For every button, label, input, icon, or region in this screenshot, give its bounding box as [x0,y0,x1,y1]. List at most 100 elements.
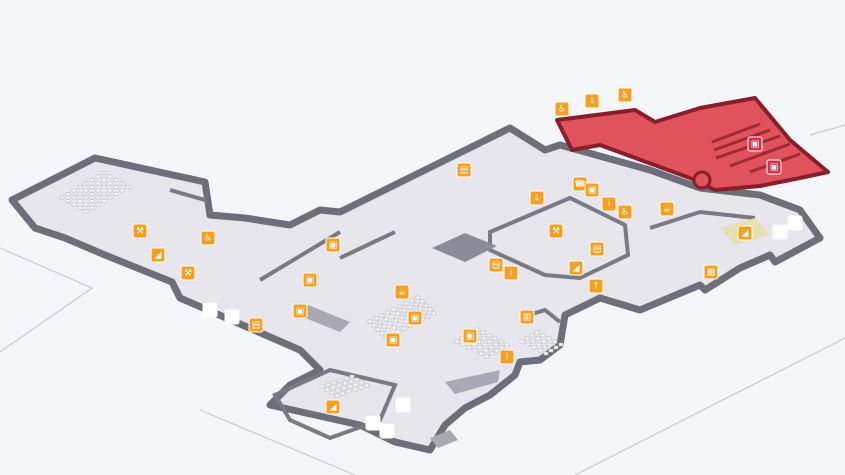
seat [334,393,340,398]
wheelchair-icon-bg [395,397,411,413]
information-desk-icon-glyph: i [608,200,611,210]
seat [477,345,483,350]
arrow-up-icon[interactable]: ↑ [588,278,604,294]
lock-icon[interactable]: ▣ [407,310,423,326]
atm-icon-glyph: ▤ [593,245,602,255]
seat [391,307,397,312]
restroom-icon[interactable]: ♂ [379,423,395,439]
repair-icon[interactable]: ⚒ [180,265,196,281]
seat [542,345,548,350]
lock-icon[interactable]: ▣ [385,332,401,348]
atm-icon-bg [589,241,605,257]
seat [113,192,119,196]
lock-icon-bg [584,182,600,198]
lock-icon[interactable]: ▣ [747,136,763,152]
arrow-down-icon[interactable]: ↓ [529,190,545,206]
seat [492,336,498,341]
gate-icon[interactable]: ◢ [325,399,341,415]
poi-markers[interactable]: ♿↓♿▣▣▤☎▣↓i♿☕◢♂♂⚒♿◢⚒▣⚒▤▤i◢▦↑▣☕♂♂▣▤▣▣▣▥i◢♿… [132,87,803,439]
atm-icon[interactable]: ▤ [488,257,504,273]
lock-icon[interactable]: ▣ [325,237,341,253]
lock-icon[interactable]: ▣ [302,272,318,288]
seat [330,385,336,390]
seat [535,336,541,341]
seat [319,384,325,389]
seat [493,342,499,347]
lock-icon-glyph: ▣ [389,336,398,346]
cafe-icon[interactable]: ☕ [394,284,410,300]
information-desk-icon[interactable]: i [503,265,519,281]
id-card-icon[interactable]: ▥ [519,309,535,325]
gate-icon[interactable]: ◢ [150,247,166,263]
id-card-icon-bg [519,309,535,325]
seat [504,342,510,347]
lock-icon-bg [302,272,318,288]
seat [389,314,395,319]
information-desk-icon[interactable]: i [499,349,515,365]
wheelchair-icon[interactable]: ♿ [200,230,216,246]
lock-icon-bg [385,332,401,348]
seat [95,195,101,200]
seat [373,316,379,321]
restroom-icon-glyph: ♂ [791,219,799,229]
highlighted-zone[interactable] [555,96,830,192]
lock-icon[interactable]: ▣ [766,159,782,175]
repair-icon[interactable]: ⚒ [132,223,148,239]
seat [419,299,425,304]
information-desk-icon[interactable]: i [601,196,617,212]
cafe-icon[interactable]: ☕ [659,201,675,217]
seat [83,202,89,207]
atm-icon[interactable]: ▤ [456,162,472,178]
seat [547,342,553,347]
wheelchair-icon[interactable]: ♿ [554,101,570,117]
wheelchair-icon[interactable]: ♿ [617,204,633,220]
restroom-icon[interactable]: ♂ [202,302,218,318]
arrow-down-icon[interactable]: ↓ [584,93,600,109]
seat [71,188,77,193]
seat [401,326,407,331]
seat [65,199,71,203]
seat [537,348,543,353]
gate-icon[interactable]: ◢ [737,225,753,241]
restroom-icon[interactable]: ♂ [772,224,788,240]
seat [343,376,349,381]
wheelchair-icon[interactable]: ♿ [395,397,411,413]
restroom-icon[interactable]: ♂ [224,309,240,325]
seat [498,339,504,344]
seat [460,342,466,347]
seat [59,195,65,200]
seat [421,310,427,315]
atm-icon-bg [456,162,472,178]
seat [425,314,431,319]
restroom-icon[interactable]: ♂ [787,215,803,231]
arrow-up-icon-glyph: ↑ [592,282,600,292]
seat [77,185,83,189]
seat [353,382,359,387]
seat [89,178,95,182]
seat [324,387,330,392]
lock-icon[interactable]: ▣ [462,328,478,344]
seat [337,378,343,383]
restroom-icon[interactable]: ♂ [365,415,381,431]
seat [403,319,409,324]
arrow-down-icon-glyph: ↓ [533,194,541,204]
wheelchair-icon[interactable]: ♿ [617,87,633,103]
cafe-icon-glyph: ☕ [398,288,406,298]
seat [476,339,482,344]
information-desk-icon-bg [601,196,617,212]
seat [95,188,101,193]
repair-icon[interactable]: ⚒ [548,223,564,239]
wheelchair-icon-glyph: ♿ [621,208,629,218]
cafe-icon-bg [659,201,675,217]
lock-icon[interactable]: ▣ [292,303,308,319]
seat [543,351,549,356]
seat [359,380,365,385]
atm-icon[interactable]: ▤ [248,317,264,333]
seat [377,320,383,325]
gate-icon[interactable]: ◢ [568,260,584,276]
atm-icon[interactable]: ▤ [589,241,605,257]
restroom-icon-glyph: ♂ [228,313,236,323]
train-icon[interactable]: ▦ [703,264,719,280]
lock-icon[interactable]: ▣ [584,182,600,198]
